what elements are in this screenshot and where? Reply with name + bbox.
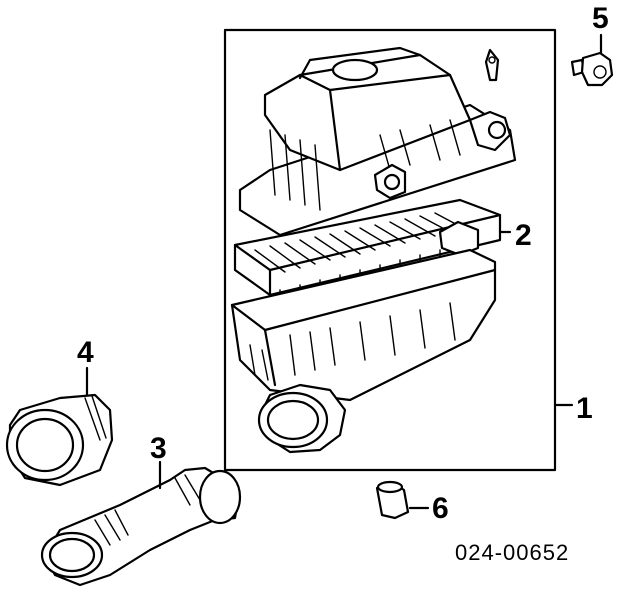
plug-cap xyxy=(375,480,410,520)
clip-detail xyxy=(484,48,500,82)
air-cleaner-lower-housing xyxy=(230,248,497,402)
air-filter-element xyxy=(233,198,512,306)
callout-5: 5 xyxy=(592,2,609,35)
callout-6: 6 xyxy=(432,492,449,525)
housing-outlet-duct xyxy=(257,383,347,454)
leader-lines xyxy=(85,366,430,510)
rubber-boot xyxy=(5,393,114,487)
vacuum-valve xyxy=(570,33,614,87)
air-cleaner-lid xyxy=(238,46,517,237)
callout-2: 2 xyxy=(515,219,532,252)
callout-1: 1 xyxy=(576,392,593,425)
diagram-code: 024-00652 xyxy=(455,540,569,565)
assembly-frame xyxy=(223,28,574,472)
callout-4: 4 xyxy=(77,336,94,369)
air-intake-duct xyxy=(40,466,242,587)
callout-3: 3 xyxy=(150,432,167,465)
